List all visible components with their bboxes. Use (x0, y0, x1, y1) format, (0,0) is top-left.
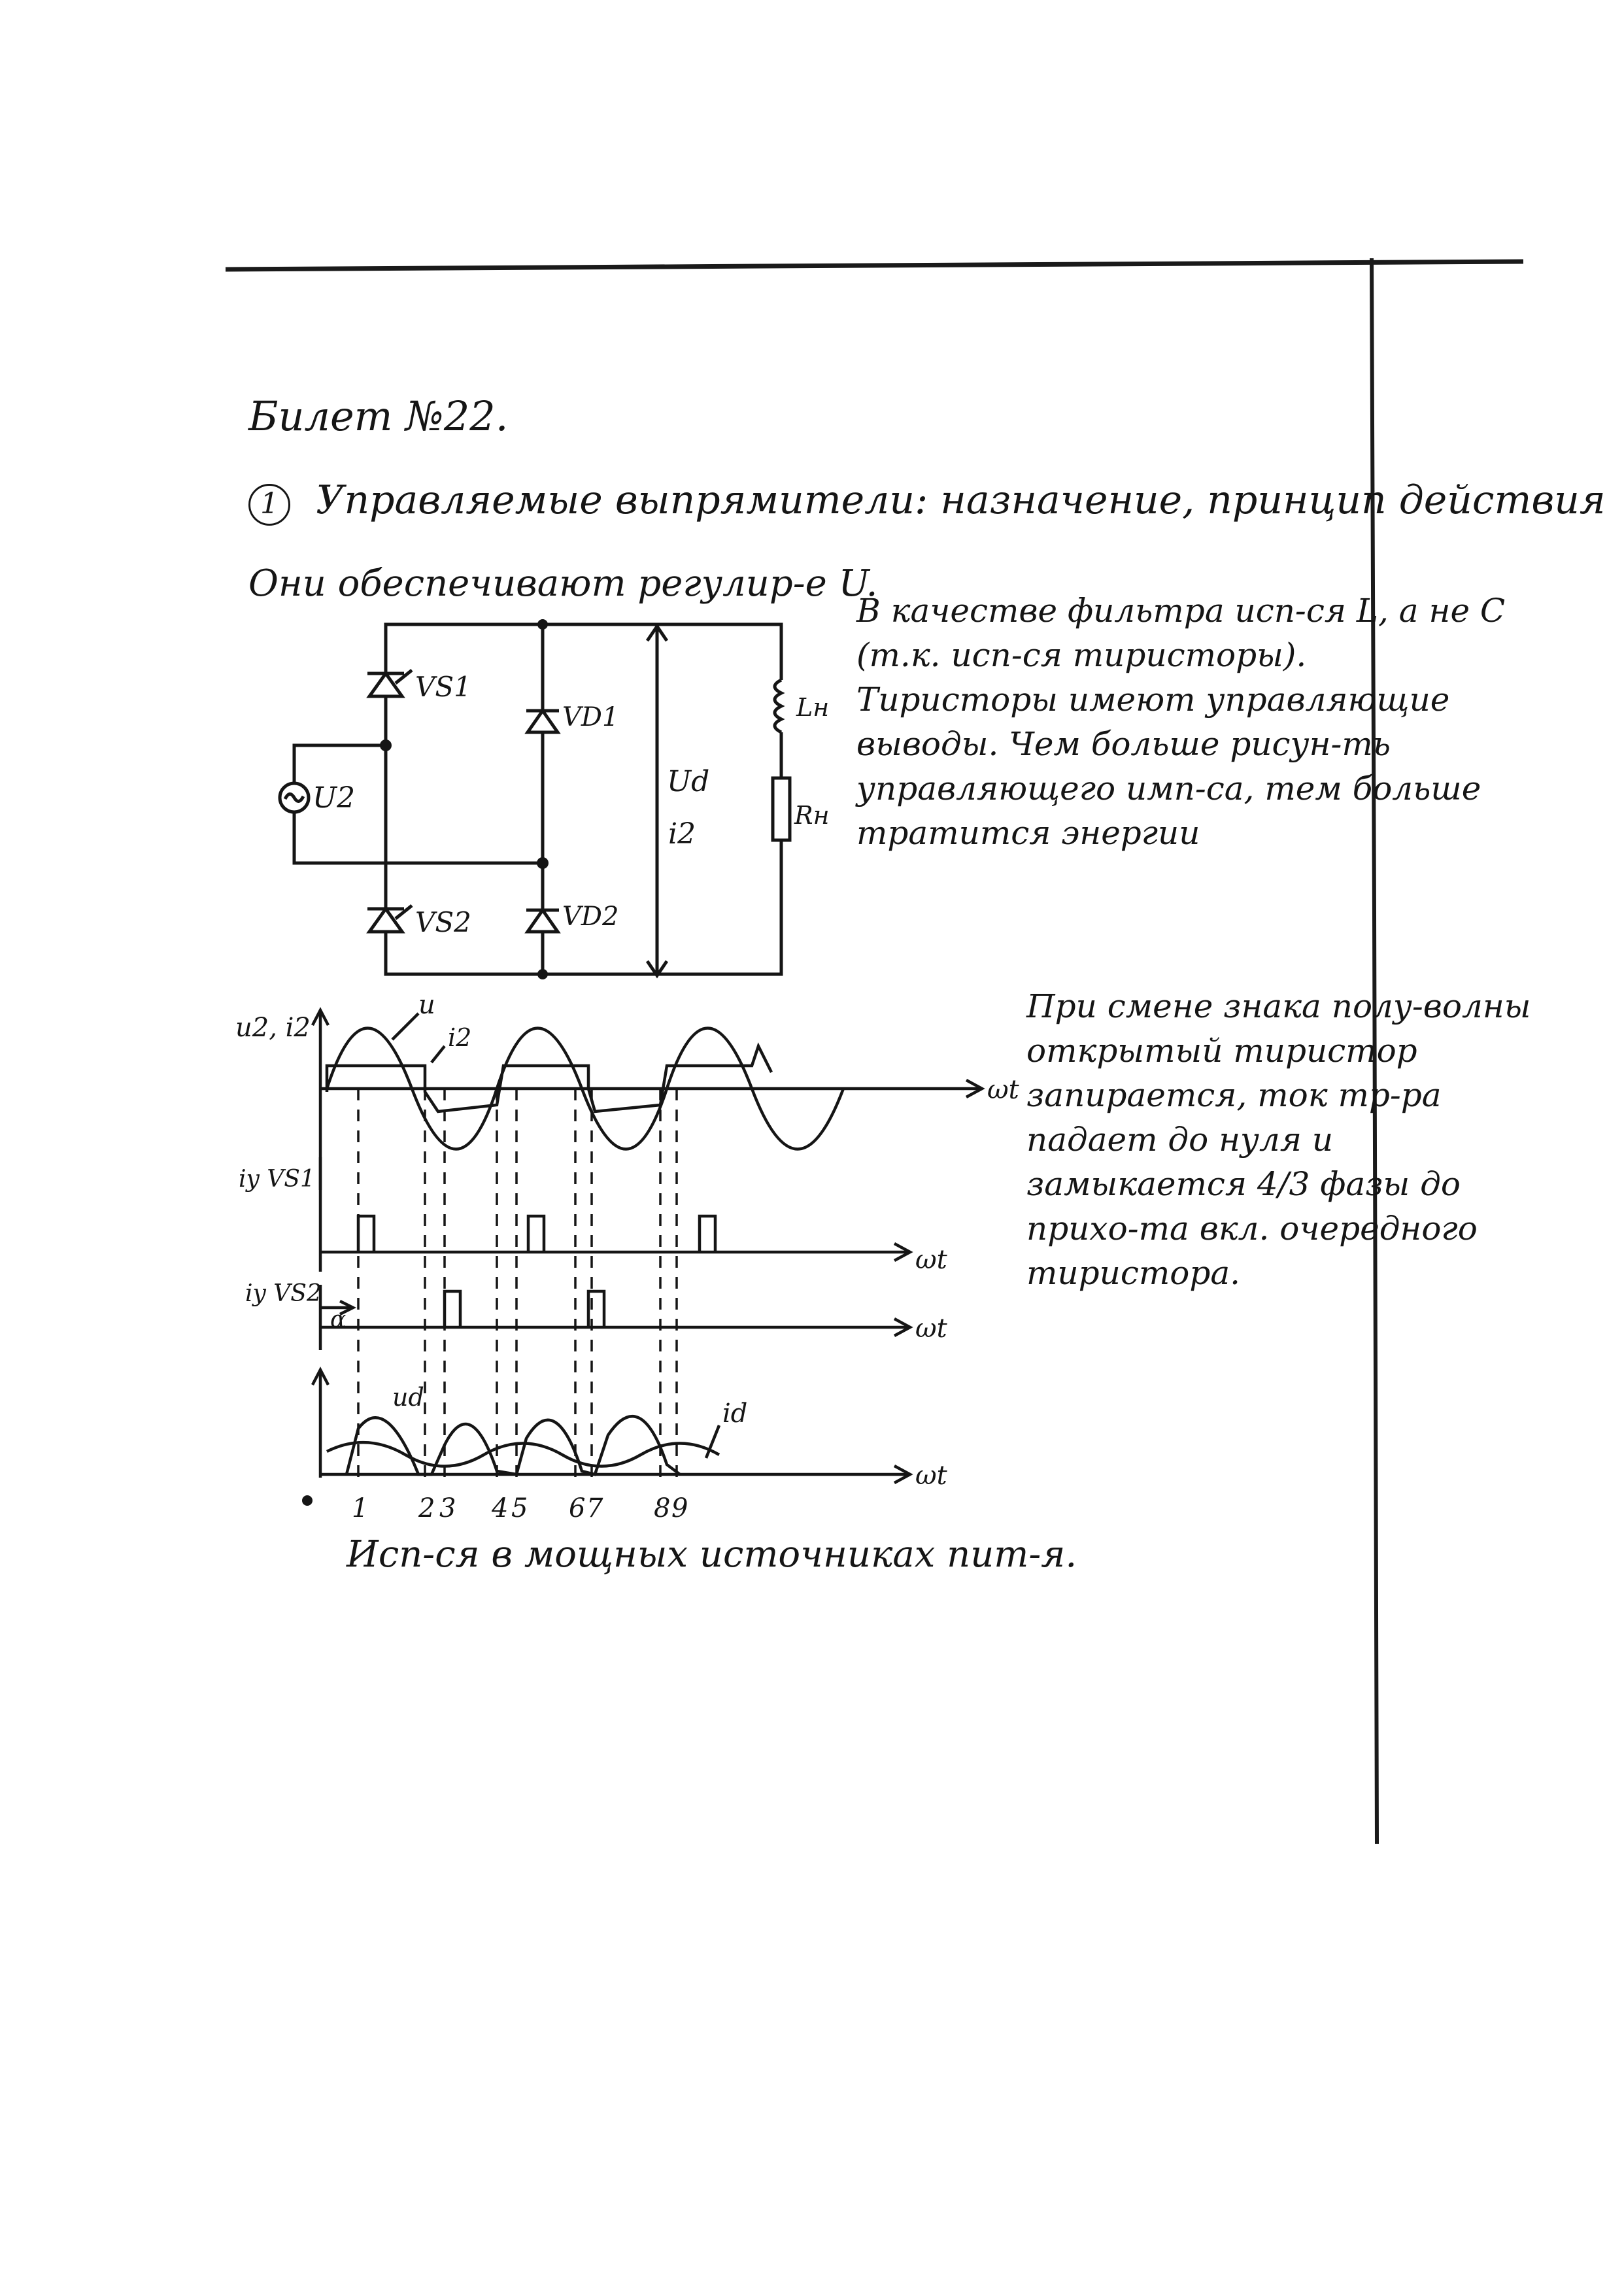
margin-rule (1370, 258, 1379, 1844)
diode-vd2-symbol (524, 907, 561, 934)
note-filter: В качестве фильтра исп-ся L, а не C (т.к… (856, 592, 1506, 852)
axis-label-vs2: iy VS2 (245, 1280, 322, 1307)
note-commutation: При смене знака полу-волны открытый тири… (1026, 987, 1531, 1292)
curve-label-u: u (418, 990, 435, 1020)
label-vd2: VD2 (562, 902, 618, 932)
top-rule (225, 259, 1524, 272)
curve-label-id: id (722, 1399, 747, 1429)
resistor-rh-symbol (771, 776, 792, 842)
time-mark-1: 1 (352, 1493, 368, 1523)
axis-label-wt-4: ωt (915, 1461, 948, 1491)
time-mark-3: 3 (439, 1493, 456, 1523)
time-mark-4: 4 (491, 1493, 508, 1523)
label-rh: Rн (794, 801, 830, 830)
time-mark-5: 5 (511, 1493, 528, 1523)
axis-label-u2-i2: u2, i2 (235, 1013, 311, 1043)
label-i2: i2 (668, 817, 696, 851)
label-ud: Ud (667, 765, 709, 798)
axis-label-wt-2: ωt (915, 1245, 948, 1275)
axis-label-wt-1: ωt (987, 1075, 1020, 1105)
axis-label-wt-3: ωt (915, 1314, 948, 1344)
footer-text: Исп-ся в мощных источниках пит-я. (347, 1533, 1077, 1576)
label-vs1: VS1 (415, 671, 471, 703)
inductor-lh-symbol (771, 678, 791, 734)
time-mark-8: 8 (654, 1493, 670, 1523)
axis-label-vs1: iy VS1 (239, 1166, 315, 1193)
question-line: 1 Управляемые выпрямители: назначение, п… (248, 477, 1606, 526)
ac-source-symbol (278, 781, 311, 814)
question-text: Управляемые выпрямители: назначение, при… (316, 477, 1606, 523)
label-u2: U2 (313, 781, 355, 815)
time-mark-7: 7 (586, 1493, 603, 1523)
thyristor-vs2-symbol (366, 904, 413, 934)
label-lh: Lн (796, 693, 829, 722)
label-alpha: α (330, 1306, 346, 1333)
curve-label-i2: i2 (448, 1023, 471, 1052)
intro-text: Они обеспечивают регулир-е U. (248, 562, 878, 605)
curve-label-ud: ud (392, 1383, 424, 1412)
thyristor-vs1-symbol (366, 669, 413, 698)
time-mark-2: 2 (418, 1493, 435, 1523)
question-number: 1 (248, 484, 290, 526)
time-mark-9: 9 (671, 1493, 688, 1523)
diode-vd1-symbol (524, 707, 561, 734)
label-vs2: VS2 (415, 906, 471, 938)
ticket-title: Билет №22. (248, 392, 509, 440)
label-vd1: VD1 (562, 702, 618, 732)
origin-dot (302, 1495, 313, 1506)
time-mark-6: 6 (569, 1493, 585, 1523)
